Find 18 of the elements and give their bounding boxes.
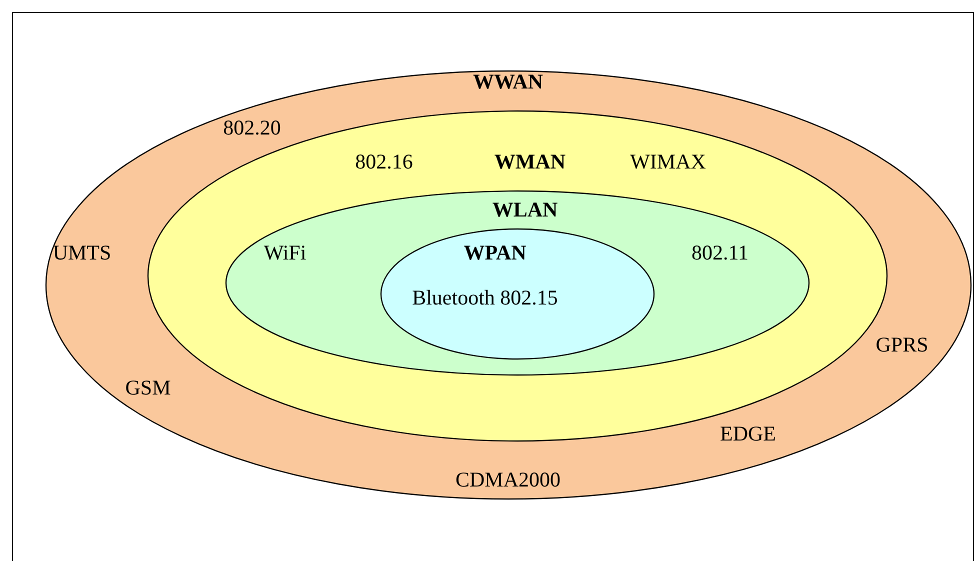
standard-label: 802.11	[692, 241, 748, 265]
standard-label: Bluetooth 802.15	[412, 286, 558, 310]
standard-label: WIMAX	[630, 150, 706, 174]
standard-label: 802.16	[355, 150, 413, 174]
standard-label: GSM	[125, 376, 171, 400]
wwan-ellipse	[45, 70, 972, 500]
standard-label: 802.20	[223, 116, 281, 140]
network-heading: WMAN	[494, 150, 566, 174]
network-heading: WPAN	[464, 241, 526, 265]
standard-label: EDGE	[720, 422, 776, 446]
standard-label: UMTS	[52, 241, 112, 265]
standard-label: WiFi	[264, 241, 306, 265]
standard-label: CDMA2000	[456, 468, 560, 492]
wpan-ellipse	[380, 228, 655, 360]
network-heading: WWAN	[473, 70, 543, 94]
standard-label: GPRS	[876, 333, 928, 357]
wlan-ellipse	[225, 190, 810, 376]
network-heading: WLAN	[492, 198, 558, 222]
